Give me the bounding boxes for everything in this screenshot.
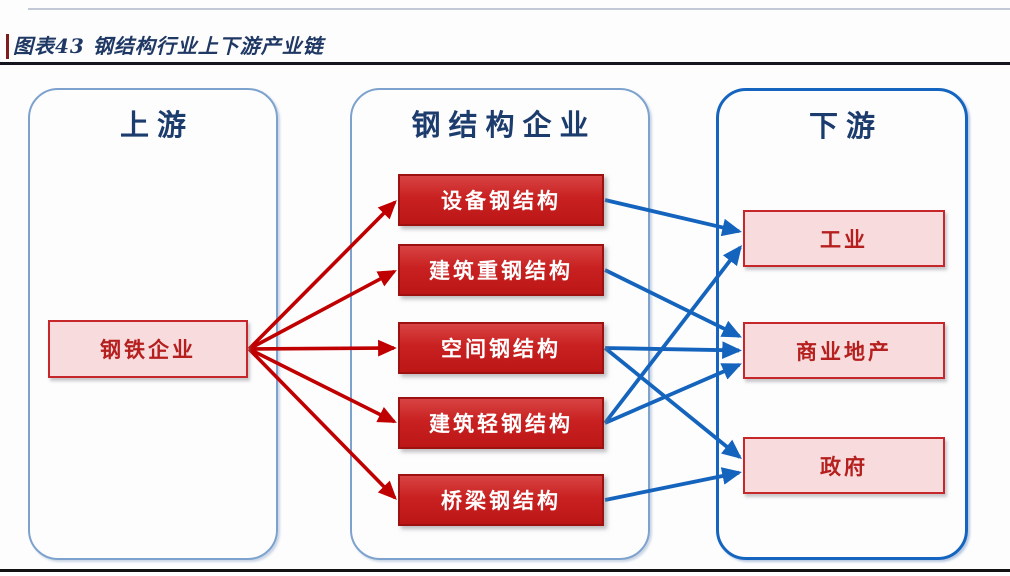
node-industry: 工业 xyxy=(743,210,945,267)
node-building-light-steel-structure: 建筑轻钢结构 xyxy=(398,397,604,449)
bottom-rule xyxy=(0,569,1010,572)
node-government: 政府 xyxy=(743,437,945,494)
top-rule xyxy=(28,8,1010,10)
panel-downstream-header: 下游 xyxy=(808,109,883,143)
title-marker-bar xyxy=(6,34,9,59)
node-bridge-steel-structure: 桥梁钢结构 xyxy=(398,474,604,526)
title-divider-rule xyxy=(0,62,1010,65)
node-spatial-steel-structure: 空间钢结构 xyxy=(398,322,604,374)
node-building-heavy-steel-structure: 建筑重钢结构 xyxy=(398,244,604,296)
figure-title: 图表43 钢结构行业上下游产业链 xyxy=(13,34,324,58)
node-steel-enterprises: 钢铁企业 xyxy=(48,320,248,378)
node-equipment-steel-structure: 设备钢结构 xyxy=(398,174,604,226)
node-commercial-real-estate: 商业地产 xyxy=(743,322,945,379)
panel-upstream-header: 上游 xyxy=(119,108,194,142)
panel-mid-header: 钢结构企业 xyxy=(411,108,597,142)
